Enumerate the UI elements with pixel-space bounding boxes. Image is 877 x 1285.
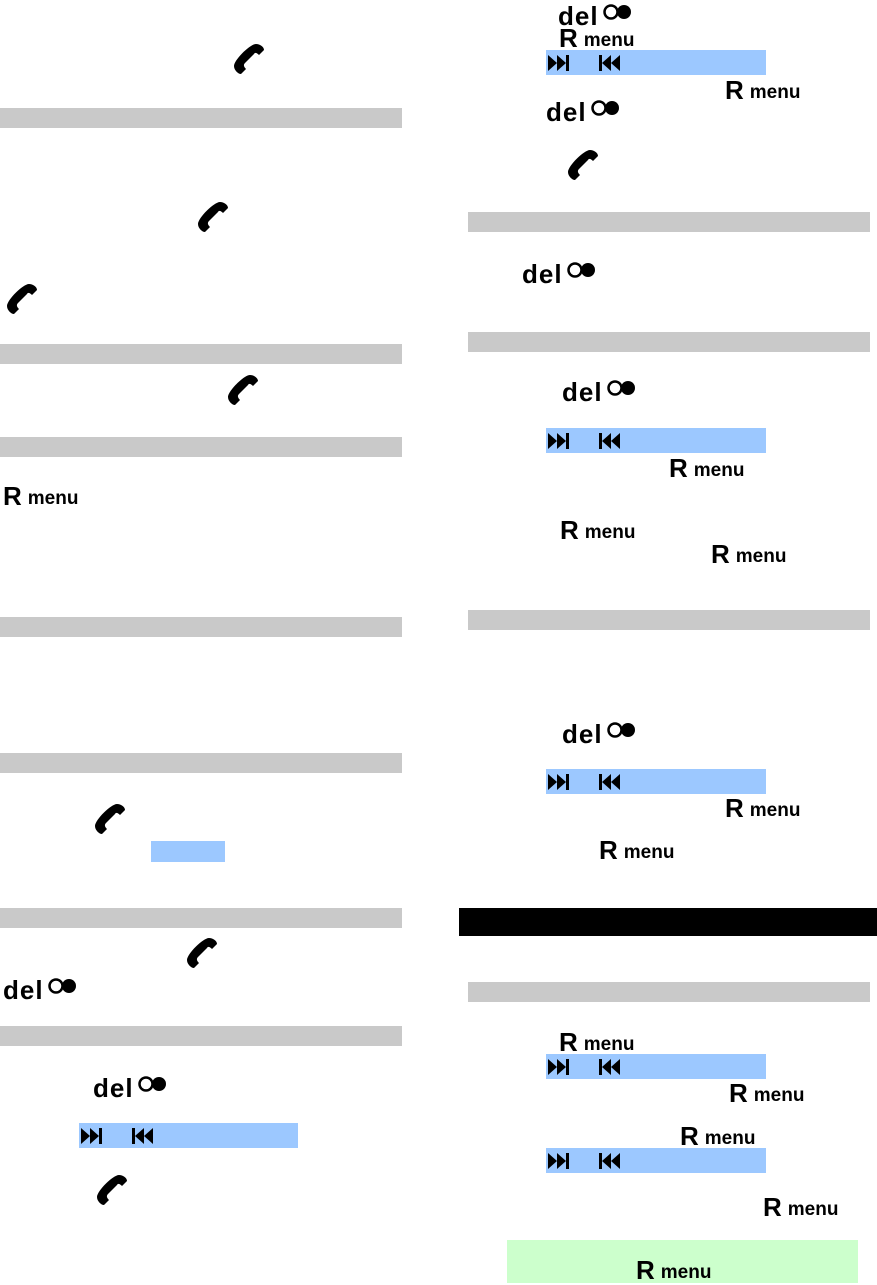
- r-menu-letter: R: [725, 793, 744, 823]
- r-menu-letter: R: [711, 539, 730, 569]
- skip-forward-back-icon: [548, 769, 628, 794]
- r-menu-word: menu: [749, 800, 801, 821]
- section-bar: [0, 108, 402, 128]
- r-menu-word: menu: [753, 1085, 805, 1106]
- highlight-box: [151, 841, 225, 862]
- del-key: del: [522, 259, 597, 289]
- r-menu-key: R menu: [711, 539, 787, 569]
- section-bar: [0, 344, 402, 364]
- skip-forward-back-icon: [548, 1054, 628, 1079]
- skip-forward-back-icon: [548, 1148, 628, 1173]
- r-menu-word: menu: [693, 460, 745, 481]
- section-header-bar: [459, 908, 877, 936]
- del-label: del: [558, 1, 599, 31]
- r-menu-word: menu: [660, 1262, 712, 1283]
- double-dot-icon: [602, 4, 632, 20]
- r-menu-key: R menu: [725, 75, 801, 105]
- r-menu-word: menu: [583, 1034, 635, 1055]
- section-bar: [0, 617, 402, 637]
- section-bar: [468, 982, 870, 1002]
- r-menu-letter: R: [559, 1027, 578, 1057]
- phone-handset-icon: [198, 202, 228, 232]
- double-dot-icon: [566, 262, 596, 278]
- r-menu-letter: R: [680, 1121, 699, 1151]
- phone-handset-icon: [97, 1175, 127, 1205]
- r-menu-word: menu: [704, 1128, 756, 1149]
- r-menu-word: menu: [27, 488, 79, 509]
- r-menu-key: R menu: [725, 793, 801, 823]
- r-menu-word: menu: [787, 1199, 839, 1220]
- double-dot-icon: [47, 978, 77, 994]
- del-key: del: [562, 719, 637, 749]
- r-menu-key: R menu: [559, 1027, 635, 1057]
- section-bar: [0, 753, 402, 773]
- del-key: del: [558, 1, 633, 31]
- r-menu-letter: R: [729, 1078, 748, 1108]
- section-bar: [0, 437, 402, 457]
- phone-handset-icon: [228, 375, 258, 405]
- del-key: del: [562, 377, 637, 407]
- phone-handset-icon: [568, 150, 598, 180]
- r-menu-word: menu: [623, 842, 675, 863]
- del-label: del: [562, 719, 603, 749]
- r-menu-key: R menu: [680, 1121, 756, 1151]
- r-menu-letter: R: [560, 515, 579, 545]
- r-menu-letter: R: [3, 481, 22, 511]
- double-dot-icon: [590, 100, 620, 116]
- section-bar: [468, 610, 870, 630]
- del-label: del: [546, 97, 587, 127]
- double-dot-icon: [137, 1076, 167, 1092]
- highlight-box: [546, 1148, 766, 1173]
- r-menu-letter: R: [763, 1192, 782, 1222]
- r-menu-key: R menu: [3, 481, 79, 511]
- highlight-box: [546, 50, 766, 75]
- r-menu-word: menu: [584, 522, 636, 543]
- highlight-box: [546, 769, 766, 794]
- del-label: del: [93, 1073, 134, 1103]
- phone-handset-icon: [7, 284, 37, 314]
- r-menu-letter: R: [636, 1255, 655, 1285]
- highlight-box: [546, 1054, 766, 1079]
- r-menu-word: menu: [749, 82, 801, 103]
- r-menu-letter: R: [599, 835, 618, 865]
- del-key: del: [3, 975, 78, 1005]
- del-label: del: [522, 259, 563, 289]
- section-bar: [468, 332, 870, 352]
- phone-handset-icon: [187, 938, 217, 968]
- r-menu-letter: R: [669, 453, 688, 483]
- note-box: [507, 1240, 858, 1283]
- double-dot-icon: [606, 380, 636, 396]
- phone-handset-icon: [95, 804, 125, 834]
- section-bar: [0, 908, 402, 928]
- del-label: del: [3, 975, 44, 1005]
- r-menu-letter: R: [725, 75, 744, 105]
- del-key: del: [93, 1073, 168, 1103]
- section-bar: [0, 1026, 402, 1046]
- skip-forward-back-icon: [548, 50, 628, 75]
- double-dot-icon: [606, 722, 636, 738]
- phone-handset-icon: [234, 44, 264, 74]
- del-label: del: [562, 377, 603, 407]
- highlight-box: [79, 1123, 298, 1148]
- r-menu-key: R menu: [729, 1078, 805, 1108]
- r-menu-key: R menu: [636, 1255, 712, 1285]
- r-menu-word: menu: [735, 546, 787, 567]
- r-menu-key: R menu: [763, 1192, 839, 1222]
- r-menu-letter: R: [559, 23, 578, 53]
- r-menu-key: R menu: [560, 515, 636, 545]
- section-bar: [468, 212, 870, 232]
- r-menu-key: R menu: [559, 23, 635, 53]
- skip-forward-back-icon: [81, 1123, 161, 1148]
- highlight-box: [546, 428, 766, 453]
- r-menu-key: R menu: [599, 835, 675, 865]
- skip-forward-back-icon: [548, 428, 628, 453]
- r-menu-key: R menu: [669, 453, 745, 483]
- del-key: del: [546, 97, 621, 127]
- r-menu-word: menu: [583, 30, 635, 51]
